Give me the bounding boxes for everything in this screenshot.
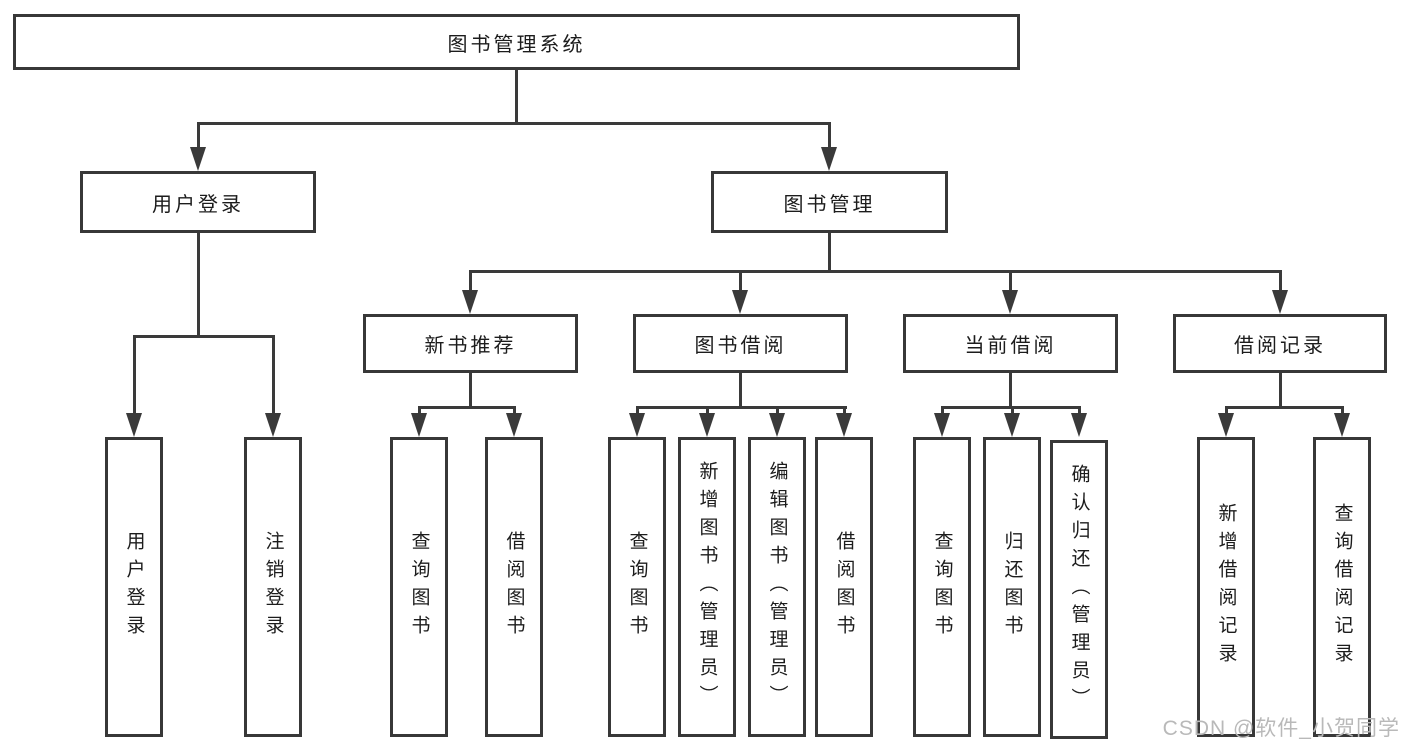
connector-line: [1279, 270, 1282, 292]
leaf-user-login: 用户登录: [105, 437, 163, 737]
leaf-cb-confirm-return: 确认归还（管理员）: [1050, 440, 1108, 739]
connector-line: [513, 406, 516, 416]
connector-line: [272, 335, 275, 415]
connector-line: [197, 122, 200, 150]
arrow-down-icon: [821, 147, 837, 171]
node-current-borrow-label: 当前借阅: [964, 335, 1057, 357]
arrow-down-icon: [769, 413, 785, 437]
leaf-cb-query-books-label: 查询图书: [931, 531, 953, 643]
node-book-management: 图书管理: [711, 171, 948, 233]
arrow-down-icon: [1071, 413, 1087, 437]
leaf-cb-return-books-label: 归还图书: [1001, 531, 1023, 643]
arrow-down-icon: [1272, 290, 1288, 314]
arrow-down-icon: [1002, 290, 1018, 314]
connector-line: [133, 335, 275, 338]
connector-line: [739, 373, 742, 409]
leaf-bb-borrow-books-label: 借阅图书: [833, 531, 855, 643]
connector-line: [133, 335, 136, 415]
node-user-login-label: 用户登录: [152, 193, 244, 216]
node-root-label: 图书管理系统: [447, 33, 586, 56]
arrow-down-icon: [506, 413, 522, 437]
leaf-bb-query-books: 查询图书: [608, 437, 666, 737]
arrow-down-icon: [836, 413, 852, 437]
leaf-logout-label: 注销登录: [262, 531, 284, 643]
connector-line: [828, 122, 831, 150]
watermark: CSDN @软件_小贺同学: [1162, 717, 1400, 740]
arrow-down-icon: [190, 147, 206, 171]
node-new-book-recommend: 新书推荐: [363, 314, 578, 373]
leaf-bb-add-books-label: 新增图书（管理员）: [696, 461, 718, 713]
connector-line: [418, 406, 516, 409]
connector-line: [706, 406, 709, 416]
leaf-rec-query-books-label: 查询图书: [408, 531, 430, 643]
node-book-management-label: 图书管理: [783, 193, 876, 216]
arrow-down-icon: [1004, 413, 1020, 437]
arrow-down-icon: [1334, 413, 1350, 437]
node-new-book-recommend-label: 新书推荐: [424, 335, 517, 357]
arrow-down-icon: [462, 290, 478, 314]
connector-line: [197, 122, 831, 125]
connector-line: [1011, 406, 1014, 416]
leaf-bb-add-books: 新增图书（管理员）: [678, 437, 736, 737]
node-root: 图书管理系统: [13, 14, 1020, 70]
node-user-login: 用户登录: [80, 171, 316, 233]
connector-line: [469, 270, 472, 292]
arrow-down-icon: [265, 413, 281, 437]
arrow-down-icon: [732, 290, 748, 314]
connector-line: [197, 233, 200, 337]
leaf-bb-edit-books-label: 编辑图书（管理员）: [766, 461, 788, 713]
connector-line: [1341, 406, 1344, 416]
leaf-cb-confirm-return-label: 确认归还（管理员）: [1068, 463, 1090, 716]
connector-line: [469, 373, 472, 409]
leaf-br-query-record: 查询借阅记录: [1313, 437, 1371, 737]
connector-line: [418, 406, 421, 416]
connector-line: [739, 270, 742, 292]
node-borrow-record-label: 借阅记录: [1234, 335, 1326, 357]
connector-line: [1009, 373, 1012, 409]
leaf-bb-query-books-label: 查询图书: [626, 531, 648, 643]
connector-line: [636, 406, 847, 409]
arrow-down-icon: [411, 413, 427, 437]
leaf-bb-edit-books: 编辑图书（管理员）: [748, 437, 806, 737]
arrow-down-icon: [126, 413, 142, 437]
node-current-borrow: 当前借阅: [903, 314, 1118, 373]
node-book-borrow: 图书借阅: [633, 314, 848, 373]
connector-line: [941, 406, 944, 416]
arrow-down-icon: [699, 413, 715, 437]
connector-line: [1225, 406, 1344, 409]
connector-line: [469, 270, 1282, 273]
leaf-br-query-record-label: 查询借阅记录: [1331, 503, 1353, 671]
leaf-bb-borrow-books: 借阅图书: [815, 437, 873, 737]
connector-line: [1078, 406, 1081, 416]
leaf-br-add-record: 新增借阅记录: [1197, 437, 1255, 737]
connector-line: [828, 233, 831, 273]
arrow-down-icon: [629, 413, 645, 437]
leaf-rec-borrow-books: 借阅图书: [485, 437, 543, 737]
connector-line: [1009, 270, 1012, 292]
leaf-cb-return-books: 归还图书: [983, 437, 1041, 737]
arrow-down-icon: [934, 413, 950, 437]
leaf-cb-query-books: 查询图书: [913, 437, 971, 737]
arrow-down-icon: [1218, 413, 1234, 437]
leaf-user-login-label: 用户登录: [123, 531, 145, 643]
connector-line: [515, 70, 518, 124]
leaf-rec-query-books: 查询图书: [390, 437, 448, 737]
leaf-rec-borrow-books-label: 借阅图书: [503, 531, 525, 643]
node-borrow-record: 借阅记录: [1173, 314, 1387, 373]
leaf-br-add-record-label: 新增借阅记录: [1215, 503, 1237, 671]
connector-line: [843, 406, 846, 416]
connector-line: [1279, 373, 1282, 409]
node-book-borrow-label: 图书借阅: [694, 335, 787, 357]
leaf-logout: 注销登录: [244, 437, 302, 737]
connector-line: [776, 406, 779, 416]
connector-line: [636, 406, 639, 416]
connector-line: [1225, 406, 1228, 416]
